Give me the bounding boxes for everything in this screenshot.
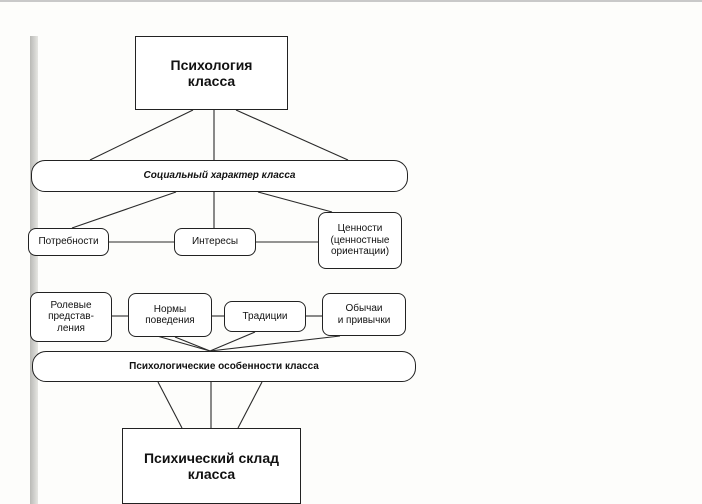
top-rule — [0, 0, 702, 2]
class-psychology-label: Психология класса — [170, 56, 253, 89]
scan-spine-shadow — [30, 36, 38, 504]
traditions-box: Традиции — [224, 301, 306, 332]
values-label: Ценности (ценностные ориентации) — [330, 223, 390, 258]
connector-line — [209, 331, 256, 352]
connector-line — [89, 109, 194, 161]
mental-makeup-label: Психический склад класса — [143, 449, 279, 482]
connector-line — [71, 191, 177, 229]
interests-label: Интересы — [191, 236, 239, 248]
connector-line — [257, 191, 333, 213]
social-character-label: Социальный характер класса — [143, 170, 296, 182]
psychological-features-band: Психологические особенности класса — [32, 351, 416, 382]
values-box: Ценности (ценностные ориентации) — [318, 212, 402, 269]
connector-line — [209, 335, 341, 352]
customs-habits-label: Обычаи и привычки — [337, 303, 391, 326]
connector-line — [174, 336, 211, 352]
connector-line — [235, 109, 349, 161]
mental-makeup-box: Психический склад класса — [122, 428, 301, 504]
behavior-norms-label: Нормы поведения — [145, 303, 195, 327]
social-character-band: Социальный характер класса — [31, 160, 408, 192]
behavior-norms-box: Нормы поведения — [128, 293, 212, 337]
role-ideas-box: Ролевые представ- ления — [30, 292, 112, 342]
needs-box: Потребности — [28, 228, 109, 256]
traditions-label: Традиции — [242, 310, 288, 322]
customs-habits-box: Обычаи и привычки — [322, 293, 406, 336]
connector-line — [157, 381, 183, 429]
needs-label: Потребности — [38, 236, 99, 248]
connector-line — [237, 381, 263, 429]
interests-box: Интересы — [174, 228, 256, 256]
class-psychology-box: Психология класса — [135, 36, 288, 110]
role-ideas-label: Ролевые представ- ления — [48, 299, 94, 334]
psychological-features-label: Психологические особенности класса — [129, 360, 319, 372]
